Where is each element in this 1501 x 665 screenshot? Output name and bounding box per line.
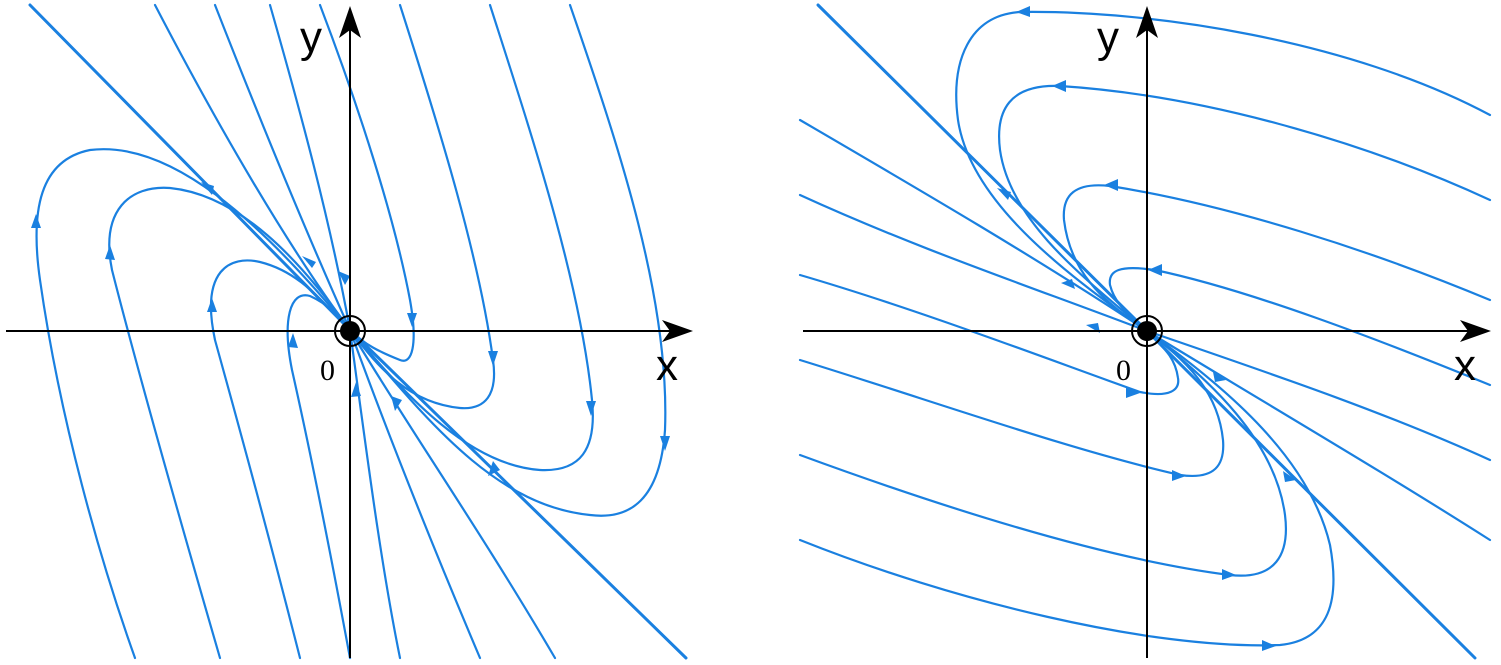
right-arrowhead [1172,470,1186,481]
right-trajectory [1108,267,1492,387]
left-arrowhead [338,271,350,285]
right-x-label: x [1454,341,1476,390]
right-separatrix-upper [816,3,1149,333]
left-trajectory [213,3,352,332]
right-arrowhead [1061,279,1075,289]
left-origin-ring [334,315,366,347]
left-trajectory [35,148,352,660]
left-trajectory [286,294,352,660]
left-origin-point [340,321,360,341]
left-arrowhead [586,401,596,416]
left-arrowhead [391,396,402,411]
left-arrowhead [31,214,41,228]
right-arrowhead [1148,264,1162,276]
right-origin-label: 0 [1116,354,1131,387]
right-trajectory [1062,184,1492,333]
right-arrowhead [1213,372,1226,382]
left-phase-portrait: x y 0 [6,3,693,660]
left-arrowhead [288,333,298,348]
left-trajectory [268,3,352,332]
left-x-label: x [656,341,678,390]
right-trajectory [798,118,1149,333]
left-trajectory [153,3,352,332]
right-y-axis-arrowhead [1136,6,1158,38]
right-arrowhead [1283,471,1296,482]
left-arrowhead [302,256,316,268]
right-arrowhead [1016,6,1030,17]
right-trajectory [798,329,1287,577]
right-arrowhead [1126,387,1140,398]
right-trajectories [798,3,1492,660]
right-trajectory [1145,329,1492,542]
right-trajectory [955,10,1492,333]
left-trajectory [318,3,415,362]
left-separatrix-lower [348,328,688,660]
left-trajectory [348,328,402,660]
right-trajectory [798,193,1149,333]
right-arrowheads [997,6,1296,651]
left-arrowhead [207,298,217,312]
left-trajectory [348,3,594,472]
left-arrowhead [105,245,115,260]
left-trajectory [108,186,352,660]
right-origin-ring [1131,315,1163,347]
left-trajectory [348,328,482,660]
left-x-axis-arrowhead [662,320,693,342]
right-arrowhead [1052,80,1066,92]
right-trajectory [1145,329,1492,462]
left-trajectory [348,3,667,517]
left-trajectory [348,3,496,410]
right-arrowhead [1222,569,1236,580]
right-trajectory [798,329,1225,478]
left-trajectory [348,328,557,660]
right-axes: x y 0 [803,6,1491,658]
right-phase-portrait: x y 0 [798,3,1492,660]
right-arrowhead [997,188,1011,200]
right-arrowhead [1262,640,1276,651]
right-arrowhead [1104,179,1118,191]
left-y-label: y [300,13,322,62]
right-trajectory [998,84,1492,333]
left-y-axis-arrowhead [339,6,361,38]
right-trajectory [798,273,1180,396]
left-arrowhead [201,182,214,195]
left-origin-label: 0 [320,354,335,387]
right-origin-point [1137,321,1157,341]
left-arrowhead [660,436,670,451]
right-trajectory [798,329,1335,647]
left-arrowheads [31,182,670,476]
right-y-label: y [1097,13,1119,62]
left-arrowhead [407,313,417,327]
right-x-axis-arrowhead [1460,320,1491,342]
left-arrowhead [488,351,498,366]
left-arrowhead [351,382,361,397]
left-trajectory [209,259,352,660]
left-arrowhead [488,461,500,476]
left-separatrix-upper [28,3,352,332]
left-axes: x y 0 [6,6,693,658]
